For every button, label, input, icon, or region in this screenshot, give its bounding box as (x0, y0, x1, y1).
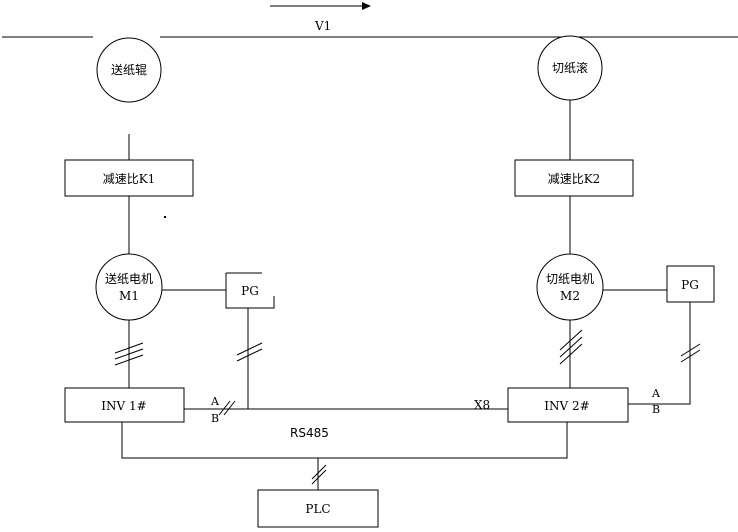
inverter-1-box (64, 387, 185, 423)
cut-motor-label: 切纸电机 (546, 272, 594, 286)
feed-motor-m1 (95, 253, 163, 321)
inverter-1-label: INV 1# (101, 399, 146, 413)
plc-box (257, 489, 379, 528)
port-b-left: B (211, 412, 219, 425)
feed-roller (96, 37, 162, 103)
encoder-pg-right-label: PG (681, 278, 699, 292)
three-phase-cable-left (114, 342, 144, 366)
feed-roller-label: 送纸辊 (111, 62, 147, 77)
port-a-right: A (651, 387, 661, 400)
reducer-k1-label: 减速比K1 (103, 172, 156, 186)
inverters-and-bus: INV 1# INV 2# A B X8 A B RS485 PLC (64, 387, 661, 528)
cut-motor-id: M2 (560, 289, 580, 303)
reducer-k2-box (514, 159, 634, 197)
paper-web: V1 (2, 2, 738, 38)
inverter-2-box (507, 387, 629, 423)
direction-arrow-icon (362, 2, 371, 10)
feed-motor-id: M1 (119, 289, 139, 303)
feed-motor-label: 送纸电机 (105, 271, 153, 286)
rs485-label: RS485 (290, 426, 329, 440)
plc-cable-slashes (311, 464, 327, 485)
ab-cable-slashes-left (218, 400, 236, 416)
velocity-label: V1 (314, 19, 331, 33)
left-drive-chain: 送纸辊 减速比K1 送纸电机 M1 PG (64, 37, 275, 409)
three-phase-cable-right (559, 329, 583, 365)
cut-roller-label: 切纸滚 (552, 60, 588, 75)
cut-motor-m2 (536, 253, 604, 321)
port-a-left: A (210, 395, 220, 408)
x8-label: X8 (474, 398, 490, 412)
stray-mark (164, 216, 166, 218)
right-drive-chain: 切纸滚 减速比K2 切纸电机 M2 PG (514, 35, 715, 405)
encoder-pg-left-label: PG (241, 284, 259, 298)
encoder-cable-right (680, 343, 701, 363)
plc-label: PLC (305, 502, 330, 516)
encoder-pg-left-box (225, 272, 275, 309)
reducer-k2-label: 减速比K2 (548, 172, 601, 186)
inverter-2-label: INV 2# (544, 399, 589, 413)
port-b-right: B (652, 403, 660, 416)
encoder-cable-left (236, 342, 263, 362)
